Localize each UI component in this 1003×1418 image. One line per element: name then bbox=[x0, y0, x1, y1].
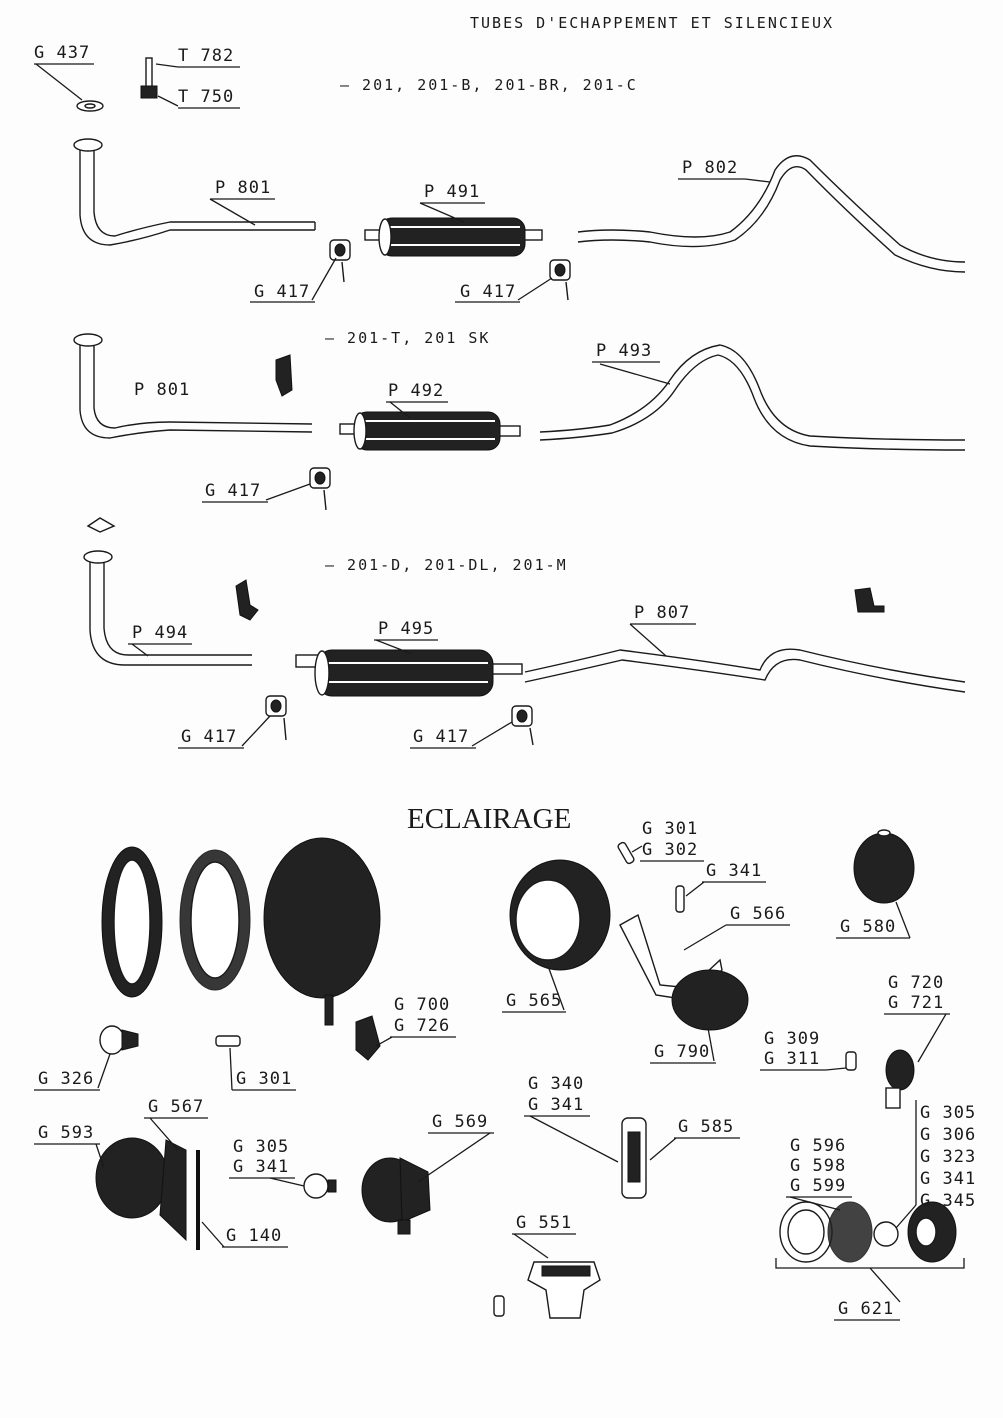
socket-g700-g726: G 700 G 726 bbox=[355, 995, 456, 1061]
label-g721: G 721 bbox=[888, 993, 944, 1013]
label-p494: P 494 bbox=[132, 623, 188, 643]
switch-g340-g341: G 340 G 341 bbox=[524, 1074, 647, 1199]
plate-lamp-g551: G 551 bbox=[493, 1213, 601, 1319]
label-g140: G 140 bbox=[226, 1226, 282, 1246]
label-g302: G 302 bbox=[642, 840, 698, 860]
label-g341-c: G 341 bbox=[233, 1157, 289, 1177]
label-g301-b: G 301 bbox=[236, 1069, 292, 1089]
switch-g585: G 585 bbox=[649, 1117, 740, 1161]
gasket-g567: G 567 bbox=[144, 1097, 208, 1151]
front-pipe-p801: P 801 bbox=[73, 138, 316, 246]
label-g580: G 580 bbox=[840, 917, 896, 937]
bulb-g326: G 326 bbox=[34, 1025, 139, 1091]
label-g551: G 551 bbox=[516, 1213, 572, 1233]
lamp-g593: G 593 bbox=[34, 1123, 187, 1242]
trumpet-g566: G 566 bbox=[619, 904, 790, 1001]
clamp-g417-d: G 417 bbox=[178, 695, 287, 749]
muffler-p492: P 492 bbox=[339, 381, 521, 451]
label-p801-a: P 801 bbox=[215, 178, 271, 198]
clamp-g417-e: G 417 bbox=[410, 705, 534, 749]
label-g323: G 323 bbox=[920, 1147, 976, 1167]
label-g720: G 720 bbox=[888, 973, 944, 993]
label-p493: P 493 bbox=[596, 341, 652, 361]
page-title: TUBES D'ECHAPPEMENT ET SILENCIEUX bbox=[470, 14, 834, 32]
label-p801-b: P 801 bbox=[134, 380, 190, 400]
label-g700: G 700 bbox=[394, 995, 450, 1015]
model-group-2: – 201-T, 201 SK bbox=[325, 329, 490, 347]
horn-g565: G 565 bbox=[502, 859, 611, 1013]
bulb-g301: G 301 bbox=[215, 1035, 296, 1091]
label-g305-b: G 305 bbox=[920, 1103, 976, 1123]
bulbs-g309-g311: G 309 G 311 bbox=[760, 1029, 857, 1071]
label-g341-d: G 341 bbox=[920, 1169, 976, 1189]
bulb-g341-a: G 341 bbox=[675, 861, 766, 913]
lamp-g569: G 569 bbox=[361, 1112, 494, 1235]
tail-pipe-p802: P 802 bbox=[577, 155, 966, 273]
diaphragm-g790: G 790 bbox=[650, 969, 749, 1064]
bolt-t782-t750: T 782 T 750 bbox=[140, 46, 240, 109]
label-g417-c: G 417 bbox=[205, 481, 261, 501]
label-t782: T 782 bbox=[178, 46, 234, 66]
label-g596: G 596 bbox=[790, 1136, 846, 1156]
label-p491: P 491 bbox=[424, 182, 480, 202]
label-g301-a: G 301 bbox=[642, 819, 698, 839]
label-g340: G 340 bbox=[528, 1074, 584, 1094]
label-g585: G 585 bbox=[678, 1117, 734, 1137]
label-g341-a: G 341 bbox=[706, 861, 762, 881]
model-group-1: – 201, 201-B, 201-BR, 201-C bbox=[340, 76, 638, 94]
label-g599: G 599 bbox=[790, 1176, 846, 1196]
bracket-c bbox=[854, 587, 885, 613]
label-g306: G 306 bbox=[920, 1125, 976, 1145]
label-g341-b: G 341 bbox=[528, 1095, 584, 1115]
label-g417-a: G 417 bbox=[254, 282, 310, 302]
label-g309: G 309 bbox=[764, 1029, 820, 1049]
label-g567: G 567 bbox=[148, 1097, 204, 1117]
bracket-a bbox=[275, 354, 293, 397]
label-g326: G 326 bbox=[38, 1069, 94, 1089]
label-g417-e: G 417 bbox=[413, 727, 469, 747]
label-g569: G 569 bbox=[432, 1112, 488, 1132]
muffler-p495: P 495 bbox=[295, 619, 523, 697]
label-p807: P 807 bbox=[634, 603, 690, 623]
label-g566: G 566 bbox=[730, 904, 786, 924]
label-g726: G 726 bbox=[394, 1016, 450, 1036]
label-g417-d: G 417 bbox=[181, 727, 237, 747]
label-g417-b: G 417 bbox=[460, 282, 516, 302]
clamp-g417-a: G 417 bbox=[250, 239, 351, 303]
label-g345: G 345 bbox=[920, 1191, 976, 1211]
tail-pipe-p493: P 493 bbox=[539, 341, 966, 451]
model-group-3: – 201-D, 201-DL, 201-M bbox=[325, 556, 568, 574]
label-g305-a: G 305 bbox=[233, 1137, 289, 1157]
rear-lamp-g580: G 580 bbox=[836, 829, 915, 939]
label-t750: T 750 bbox=[178, 87, 234, 107]
section-title: ECLAIRAGE bbox=[407, 803, 571, 835]
clamp-g417-b: G 417 bbox=[455, 259, 571, 303]
gasket-g437: G 437 bbox=[34, 43, 104, 112]
gasket-small bbox=[86, 517, 116, 533]
lens-g140: G 140 bbox=[196, 1150, 288, 1250]
bracket-b bbox=[235, 579, 259, 621]
headlamp-assembly bbox=[101, 837, 381, 1026]
muffler-p491: P 491 bbox=[364, 182, 543, 257]
label-p802: P 802 bbox=[682, 158, 738, 178]
label-g593: G 593 bbox=[38, 1123, 94, 1143]
bulbs-g301-g302: G 301 G 302 bbox=[617, 819, 704, 865]
label-g790: G 790 bbox=[654, 1042, 710, 1062]
bulb-g305-g341: G 305 G 341 bbox=[229, 1137, 337, 1199]
lamp-g720-g721: G 720 G 721 bbox=[884, 973, 950, 1109]
label-g437: G 437 bbox=[34, 43, 90, 63]
label-g621: G 621 bbox=[838, 1299, 894, 1319]
label-g311: G 311 bbox=[764, 1049, 820, 1069]
front-pipe-p801-b: P 801 bbox=[73, 333, 313, 439]
label-p492: P 492 bbox=[388, 381, 444, 401]
front-pipe-p494: P 494 bbox=[83, 550, 252, 666]
tail-pipe-p807: P 807 bbox=[524, 603, 966, 693]
tail-lamp-g621: G 596 G 598 G 599 G 305 G 306 G 323 G 34… bbox=[775, 1100, 976, 1321]
clamp-g417-c: G 417 bbox=[202, 467, 331, 511]
label-g598: G 598 bbox=[790, 1156, 846, 1176]
label-g565: G 565 bbox=[506, 991, 562, 1011]
label-p495: P 495 bbox=[378, 619, 434, 639]
